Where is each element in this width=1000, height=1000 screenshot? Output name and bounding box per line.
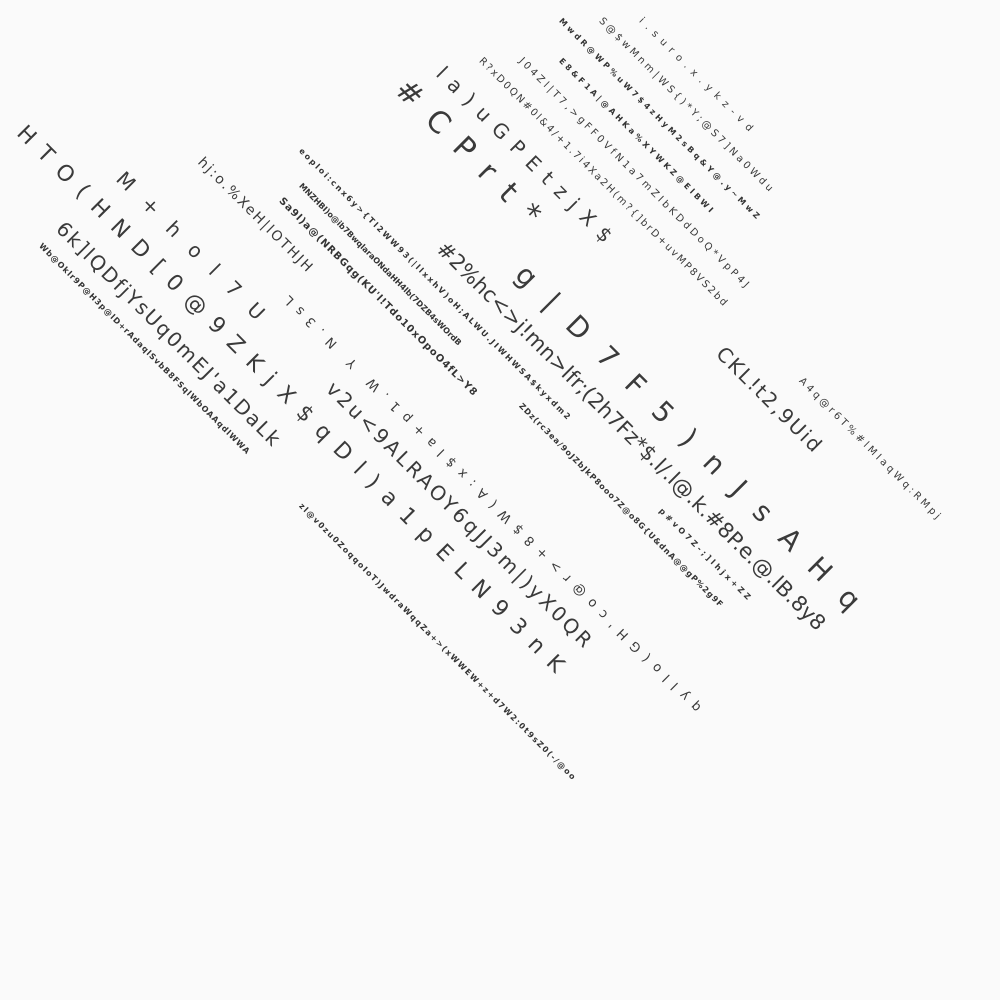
text-line-medium-ckl: CKL!t2,9Uid [711,341,829,459]
text-line-medium-6k: 6k]lQDfjYsUq0mEJ'a1DaLk [51,216,287,452]
text-line-medium-hc: #2%hc<>j!mn>lfr;(2h7Fz*$.l/.l@.k.#8P.e.@… [431,236,831,635]
text-line-spaced-upside: qyllo(GH'co@r>+8$W(A:x$la+p1.W Y N.3sL [276,286,705,715]
text-line-tiny-7: E8&F1A|@AHKa%XYWKZ@ElBWI [557,56,718,217]
text-line-medium-alra: v2u<9ALRAOY6qJJ3m|)yX0QR [321,376,600,655]
